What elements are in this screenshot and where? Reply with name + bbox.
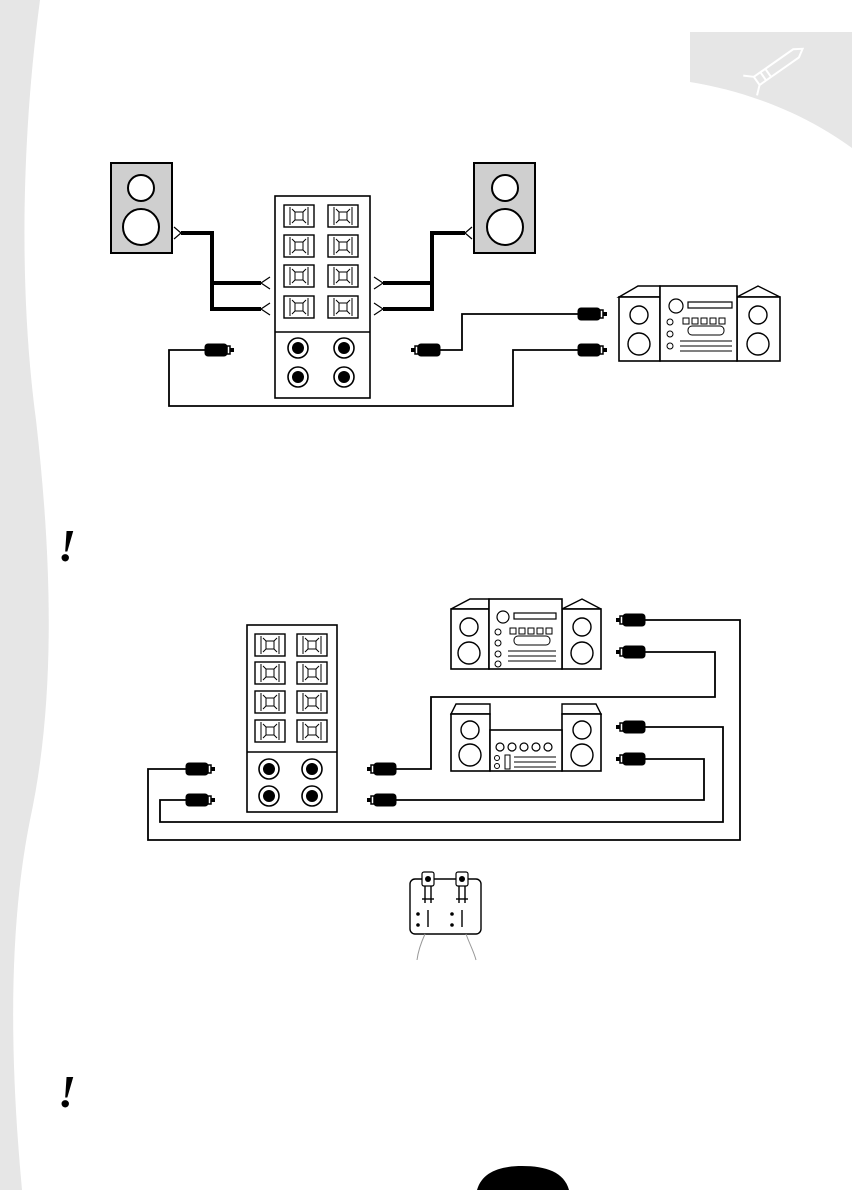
speaker-right (474, 163, 535, 253)
mini-hifi-system (451, 704, 601, 771)
rca-plug (616, 614, 645, 626)
rca-plug (186, 794, 215, 806)
rca-cables-2 (148, 620, 740, 840)
speaker-left (111, 163, 172, 253)
rca-plug (367, 763, 396, 775)
rca-jack-panel (410, 872, 481, 960)
rca-plug (186, 763, 215, 775)
rca-plug (578, 308, 607, 320)
rca-cables-1 (169, 314, 578, 406)
page-number-tab (477, 1166, 569, 1190)
switch-box (275, 196, 370, 398)
diagram-2 (148, 599, 740, 960)
corner-tab (690, 32, 852, 148)
rca-plug (411, 344, 440, 356)
margin-band (0, 0, 49, 1190)
rca-plug (578, 344, 607, 356)
boombox-stereo (451, 599, 601, 669)
exclamation-icon: ! (58, 523, 76, 569)
switch-box (247, 625, 337, 812)
rca-plug (205, 344, 234, 356)
boombox-stereo (619, 286, 780, 361)
rca-plug (616, 753, 645, 765)
rca-plug (616, 721, 645, 733)
rca-plug (367, 794, 396, 806)
speaker-wire-left (174, 227, 270, 315)
speaker-wire-right (374, 227, 472, 315)
rca-plug (616, 646, 645, 658)
exclamation-icon: ! (58, 1069, 76, 1115)
diagram-1 (111, 163, 780, 406)
